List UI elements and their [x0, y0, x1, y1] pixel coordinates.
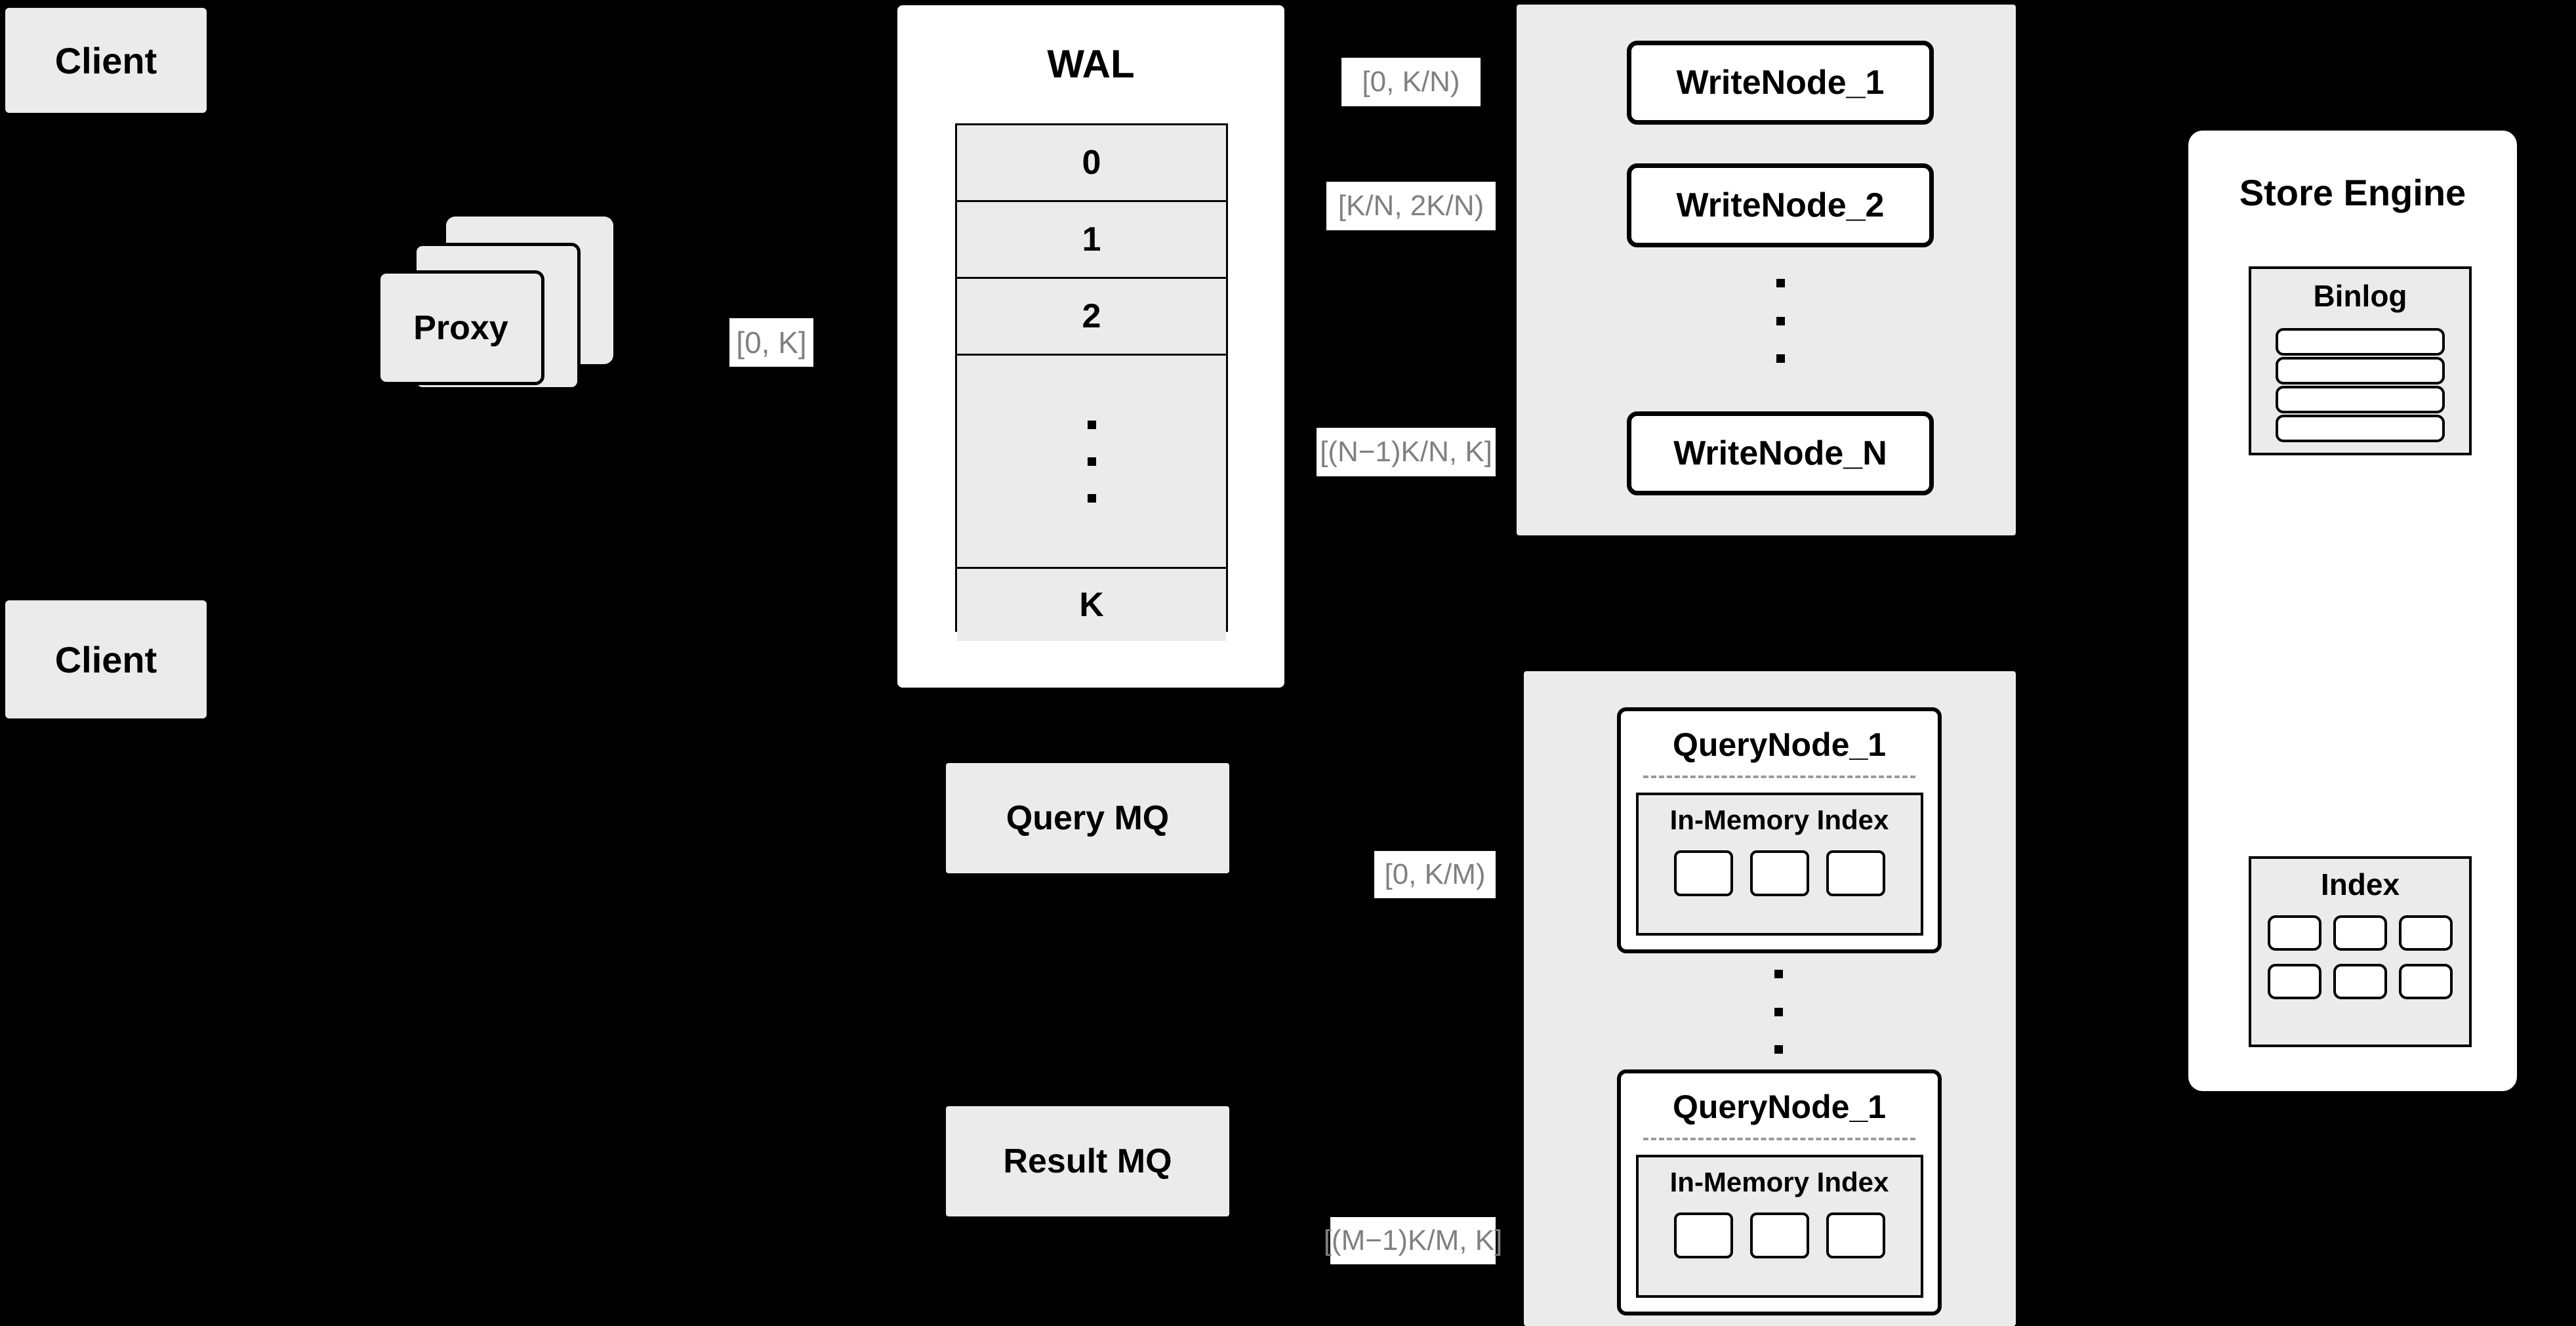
- in-memory-index-title-2: In-Memory Index: [1669, 1167, 1889, 1197]
- write-range-text-2: [K/N, 2K/N): [1338, 190, 1484, 222]
- write-node-1-label: WriteNode_1: [1676, 64, 1885, 102]
- dot: [1087, 420, 1096, 429]
- dot: [1776, 354, 1785, 363]
- in-memory-index-cell[interactable]: [1826, 1212, 1885, 1258]
- client-label-2: Client: [54, 638, 157, 680]
- binlog-title: Binlog: [2313, 279, 2407, 313]
- query-node-m-title: QueryNode_1: [1672, 1088, 1887, 1125]
- wal-row-0[interactable]: 0: [957, 125, 1226, 202]
- write-node-2-label: WriteNode_2: [1676, 186, 1885, 224]
- binlog-panel: Binlog: [2249, 266, 2472, 455]
- wal-row-2-label: 2: [1082, 297, 1101, 335]
- dot: [1087, 457, 1096, 466]
- proxy-label: Proxy: [413, 308, 508, 347]
- proxy-card-front[interactable]: Proxy: [377, 270, 544, 385]
- binlog-bar[interactable]: [2276, 415, 2445, 442]
- in-memory-index-cell[interactable]: [1826, 850, 1885, 896]
- index-cell[interactable]: [2268, 915, 2321, 951]
- write-node-1[interactable]: WriteNode_1: [1627, 41, 1934, 125]
- query-range-label-1: [0, K/M): [1374, 851, 1496, 898]
- query-nodes-ellipsis: [1772, 970, 1785, 1054]
- query-mq-box[interactable]: Query MQ: [946, 763, 1229, 873]
- store-engine-title: Store Engine: [2239, 172, 2466, 213]
- wal-row-ellipsis: [957, 356, 1226, 569]
- query-range-label-m: [(M−1)K/M, K]: [1324, 1217, 1502, 1264]
- result-mq-label: Result MQ: [1003, 1142, 1172, 1180]
- query-range-text-1: [0, K/M): [1384, 858, 1486, 890]
- write-range-text-n: [(N−1)K/N, K]: [1320, 436, 1492, 468]
- in-memory-index-cell[interactable]: [1673, 1212, 1733, 1258]
- proxy-range-label: [0, K]: [729, 318, 813, 367]
- wal-container: WAL 0 1 2 K: [897, 5, 1284, 688]
- query-node-m[interactable]: QueryNode_1 In-Memory Index: [1617, 1069, 1942, 1316]
- write-node-n-label: WriteNode_N: [1673, 434, 1887, 472]
- query-node-1[interactable]: QueryNode_1 In-Memory Index: [1617, 707, 1942, 953]
- write-node-2[interactable]: WriteNode_2: [1627, 163, 1934, 247]
- write-range-label-2: [K/N, 2K/N): [1326, 182, 1496, 230]
- query-node-1-title: QueryNode_1: [1672, 726, 1887, 763]
- in-memory-index-title-1: In-Memory Index: [1669, 804, 1889, 835]
- dot: [1776, 316, 1785, 325]
- in-memory-index-panel-1: In-Memory Index: [1635, 793, 1923, 936]
- index-title: Index: [2320, 867, 2400, 901]
- query-range-text-m: [(M−1)K/M, K]: [1323, 1224, 1503, 1256]
- binlog-bar[interactable]: [2276, 357, 2445, 384]
- binlog-bar[interactable]: [2276, 386, 2445, 413]
- write-range-text-1: [0, K/N): [1362, 66, 1460, 98]
- index-panel: Index: [2249, 856, 2472, 1047]
- query-mq-label: Query MQ: [1006, 799, 1170, 837]
- wal-row-k-label: K: [1079, 586, 1104, 624]
- wal-row-0-label: 0: [1082, 144, 1101, 182]
- write-nodes-panel: WriteNode_1 WriteNode_2 WriteNode_N: [1517, 5, 2016, 535]
- in-memory-index-panel-2: In-Memory Index: [1635, 1155, 1923, 1298]
- index-cell[interactable]: [2399, 915, 2453, 951]
- proxy-stack[interactable]: Proxy: [377, 217, 672, 433]
- client-box-1[interactable]: Client: [5, 8, 207, 113]
- wal-title: WAL: [1047, 42, 1135, 86]
- write-nodes-ellipsis: [1774, 279, 1787, 363]
- index-arrow-line: [2152, 949, 2191, 954]
- index-cell[interactable]: [2333, 964, 2387, 999]
- write-range-label-n: [(N−1)K/N, K]: [1317, 428, 1496, 476]
- query-nodes-panel: QueryNode_1 In-Memory Index QueryNode_1: [1524, 671, 2016, 1326]
- wal-rows: 0 1 2 K: [955, 123, 1228, 641]
- result-mq-box[interactable]: Result MQ: [946, 1106, 1229, 1216]
- index-cell[interactable]: [2333, 915, 2387, 951]
- dot: [1087, 493, 1096, 503]
- store-engine-container: Store Engine Binlog Index: [2188, 131, 2517, 1091]
- client-box-2[interactable]: Client: [5, 600, 207, 718]
- client-label-1: Client: [54, 39, 157, 81]
- index-cell[interactable]: [2268, 964, 2321, 999]
- wal-row-2[interactable]: 2: [957, 279, 1226, 356]
- index-cell[interactable]: [2399, 964, 2453, 999]
- dot: [1774, 970, 1783, 978]
- binlog-arrow-line: [2152, 384, 2191, 389]
- query-node-m-divider: [1643, 1138, 1916, 1140]
- dot: [1774, 1007, 1783, 1016]
- binlog-bar[interactable]: [2276, 328, 2445, 356]
- wal-row-k[interactable]: K: [957, 569, 1226, 641]
- wal-row-1[interactable]: 1: [957, 202, 1226, 279]
- query-node-1-divider: [1643, 776, 1916, 778]
- in-memory-index-cell[interactable]: [1749, 1212, 1809, 1258]
- write-range-label-1: [0, K/N): [1341, 58, 1481, 106]
- dot: [1776, 279, 1785, 287]
- wal-row-1-label: 1: [1082, 220, 1101, 259]
- dot: [1774, 1045, 1783, 1054]
- proxy-range-text: [0, K]: [736, 325, 807, 360]
- wal-ellipsis-dots: [1087, 420, 1096, 503]
- in-memory-index-cell[interactable]: [1673, 850, 1733, 896]
- write-node-n[interactable]: WriteNode_N: [1627, 411, 1934, 495]
- in-memory-index-cell[interactable]: [1749, 850, 1809, 896]
